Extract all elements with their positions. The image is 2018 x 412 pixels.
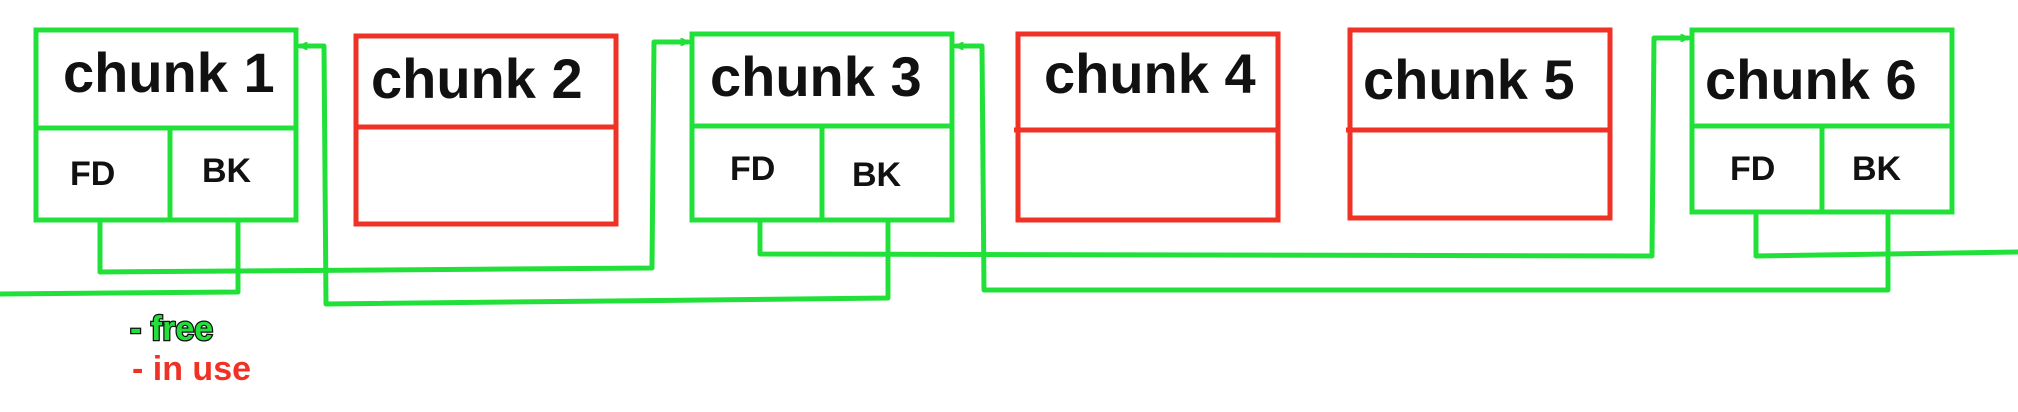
chunk-4-box bbox=[1015, 31, 1281, 223]
chunk-6-fd-label: FD bbox=[1730, 150, 1775, 188]
chunk-6: chunk 6 FD BK bbox=[1689, 27, 1955, 215]
chunk-2-title: chunk 2 bbox=[371, 47, 583, 110]
chunk-3-title: chunk 3 bbox=[710, 45, 922, 108]
chunk-4-title: chunk 4 bbox=[1044, 42, 1256, 105]
link-chunk6-fd-outgoing bbox=[1753, 209, 2018, 259]
chunk-2-box bbox=[353, 33, 619, 227]
chunk-4: chunk 4 bbox=[1014, 31, 1281, 223]
chunk-1-bk-label: BK bbox=[202, 152, 252, 190]
legend: - free - in use bbox=[129, 309, 252, 389]
chunk-3-fd-label: FD bbox=[730, 150, 775, 188]
chunk-6-bk-label: BK bbox=[1852, 150, 1902, 188]
link-chunk3-fd-to-chunk6 bbox=[757, 38, 1691, 259]
chunk-3: chunk 3 FD BK bbox=[689, 31, 955, 223]
chunk-5: chunk 5 bbox=[1346, 27, 1613, 221]
chunk-1-box bbox=[33, 27, 299, 223]
chunk-3-bk-label: BK bbox=[852, 156, 902, 194]
chunk-1-fd-label: FD bbox=[70, 155, 115, 193]
chunk-6-title: chunk 6 bbox=[1705, 48, 1917, 111]
legend-free-label: - free bbox=[130, 310, 213, 348]
link-chunk3-bk-to-chunk1 bbox=[297, 46, 891, 307]
link-chunk1-bk-incoming bbox=[0, 217, 241, 297]
chunk-5-title: chunk 5 bbox=[1363, 48, 1575, 111]
chunk-1-title: chunk 1 bbox=[63, 41, 275, 104]
chunk-1: chunk 1 FD BK bbox=[33, 27, 299, 223]
link-chunk1-fd-to-chunk3 bbox=[97, 42, 691, 275]
legend-in-use-label: - in use bbox=[132, 350, 251, 388]
chunk-2: chunk 2 bbox=[353, 33, 619, 227]
link-chunk6-bk-to-chunk3 bbox=[953, 46, 1891, 293]
chunk-5-box bbox=[1347, 27, 1613, 221]
